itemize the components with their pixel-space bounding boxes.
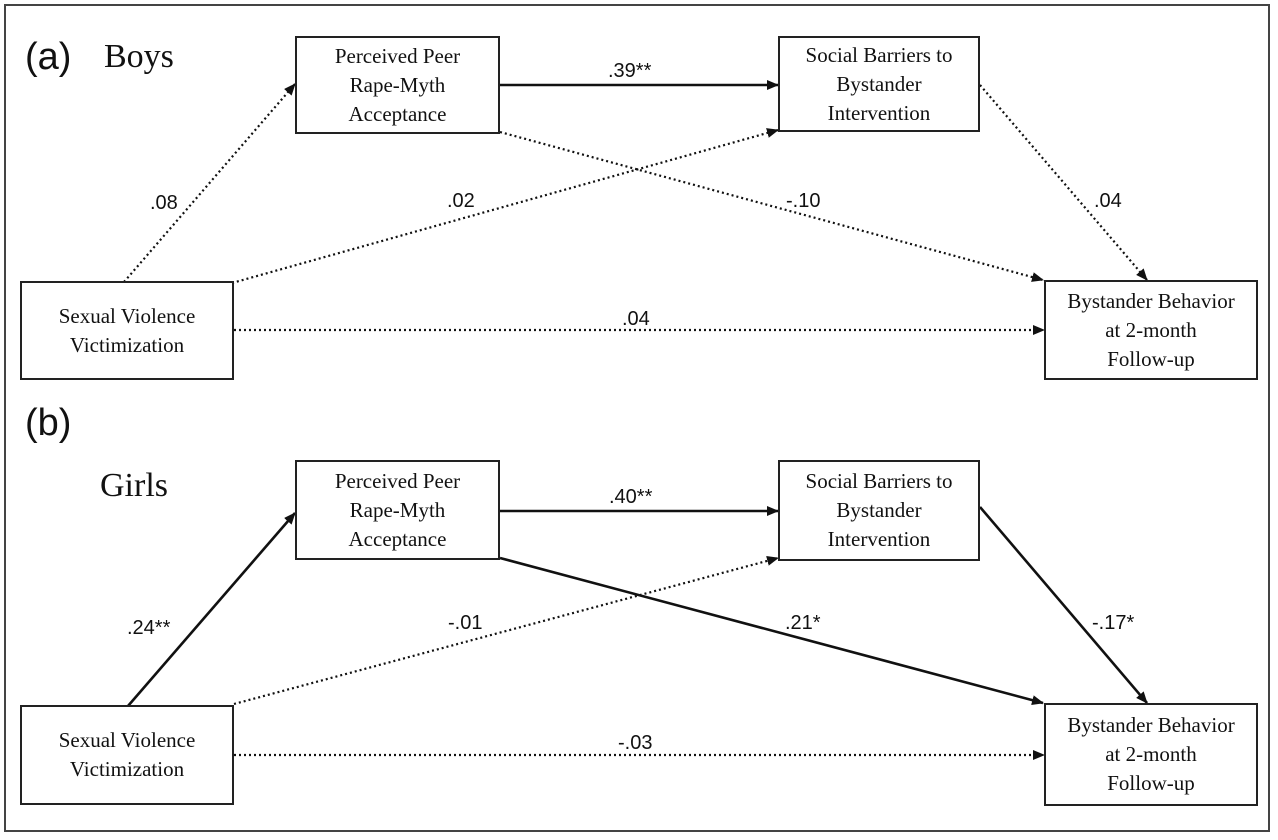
- a-node-perceived-peer-rape-myth-acceptance: Perceived Peer Rape-Myth Acceptance: [295, 36, 500, 134]
- b-arrow-mediator2-to-outcome: [979, 506, 1148, 704]
- b-coef-predictor-to-outcome: -.03: [618, 732, 653, 754]
- b-coef-mediator2-to-outcome: -.17*: [1092, 612, 1135, 634]
- b-arrow-predictor-to-mediator2: [233, 556, 779, 706]
- panel-b-label: (b): [25, 402, 72, 444]
- a-coef-predictor-to-mediator2: .02: [447, 190, 475, 212]
- a-arrow-predictor-to-mediator2: [231, 128, 779, 285]
- b-coef-predictor-to-mediator1: .24**: [127, 617, 171, 639]
- a-arrow-mediator2-to-outcome: [979, 84, 1148, 281]
- node-label-line: at 2-month: [1105, 742, 1197, 766]
- node-label-line: Perceived Peer: [334, 468, 461, 493]
- b-arrow-predictor-to-mediator1: [127, 512, 296, 707]
- node-label-line: Acceptance: [348, 526, 447, 551]
- node-label-line: Victimization: [69, 332, 185, 357]
- node-label-line: Perceived Peer: [334, 43, 461, 68]
- a-arrow-mediator1-to-outcome: [499, 130, 1044, 282]
- node-label-line: at 2-month: [1105, 317, 1197, 342]
- node-label-line: Bystander Behavior: [1067, 713, 1235, 737]
- b-coef-mediator1-to-mediator2: .40**: [609, 486, 653, 508]
- node-label-line: Sexual Violence: [58, 728, 196, 752]
- b-node-perceived-peer-rape-myth-acceptance: Perceived Peer Rape-Myth Acceptance: [295, 460, 500, 560]
- node-label-line: Rape-Myth: [349, 497, 446, 522]
- a-coef-mediator2-to-outcome: .04: [1094, 190, 1122, 212]
- node-label-line: Sexual Violence: [58, 303, 196, 328]
- b-node-social-barriers: Social Barriers to Bystander Interventio…: [778, 460, 980, 561]
- a-arrow-predictor-to-mediator1: [123, 83, 296, 283]
- panel-a-label: (a): [25, 36, 72, 78]
- node-label-line: Intervention: [827, 100, 931, 125]
- a-coef-mediator1-to-outcome: -.10: [786, 190, 821, 212]
- node-label-line: Rape-Myth: [349, 72, 446, 97]
- a-coef-predictor-to-outcome: .04: [622, 308, 650, 330]
- node-label-line: Intervention: [827, 527, 931, 551]
- a-node-bystander-behavior: Bystander Behavior at 2-month Follow-up: [1044, 280, 1258, 380]
- panel-b-group-label: Girls: [100, 467, 168, 504]
- b-arrow-mediator1-to-outcome: [499, 556, 1044, 705]
- a-coef-mediator1-to-mediator2: .39**: [608, 60, 652, 82]
- a-coef-predictor-to-mediator1: .08: [150, 192, 178, 214]
- b-node-sexual-violence-victimization: Sexual Violence Victimization: [20, 705, 234, 805]
- node-label-line: Bystander: [836, 71, 922, 96]
- node-label-line: Follow-up: [1107, 771, 1195, 795]
- node-label-line: Acceptance: [348, 101, 447, 126]
- node-label-line: Bystander: [836, 498, 922, 522]
- figure-frame: [4, 4, 1270, 832]
- b-coef-predictor-to-mediator2: -.01: [448, 612, 483, 634]
- node-label-line: Follow-up: [1107, 346, 1195, 371]
- b-coef-mediator1-to-outcome: .21*: [785, 612, 821, 634]
- node-label-line: Social Barriers to: [805, 469, 953, 493]
- node-label-line: Social Barriers to: [805, 42, 953, 67]
- a-node-social-barriers: Social Barriers to Bystander Interventio…: [778, 36, 980, 132]
- a-node-sexual-violence-victimization: Sexual Violence Victimization: [20, 281, 234, 380]
- panel-a-group-label: Boys: [104, 38, 174, 75]
- b-node-bystander-behavior: Bystander Behavior at 2-month Follow-up: [1044, 703, 1258, 806]
- node-label-line: Bystander Behavior: [1067, 288, 1235, 313]
- node-label-line: Victimization: [69, 757, 185, 781]
